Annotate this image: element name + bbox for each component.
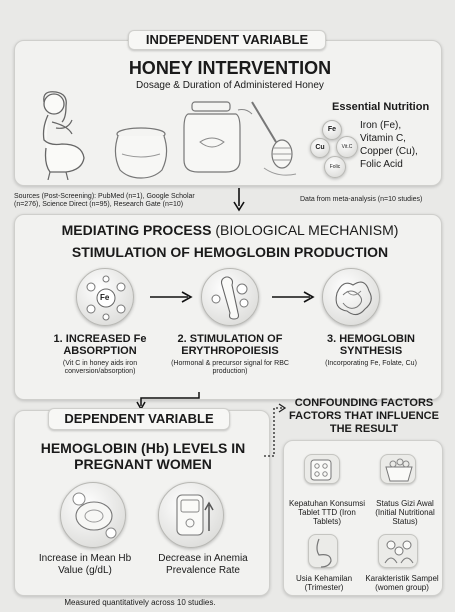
independent-variable-header: INDEPENDENT VARIABLE — [128, 30, 326, 50]
hemoglobin-levels-title: HEMOGLOBIN (Hb) LEVELS IN PREGNANT WOMEN — [40, 440, 246, 472]
factor-gestational-age: Usia Kehamilan (Trimester) — [295, 574, 353, 592]
step-3: 3. HEMOGLOBIN SYNTHESIS (Incorporating F… — [300, 333, 442, 368]
red-blood-cell-icon — [60, 482, 126, 548]
mediating-title-bold: MEDIATING PROCESS — [61, 222, 212, 238]
hemoglobin-molecule-icon — [322, 268, 380, 326]
down-arrow-icon — [233, 188, 245, 212]
glucometer-icon — [158, 482, 224, 548]
confounding-factors-title: CONFOUNDING FACTORS FACTORS THAT INFLUEN… — [289, 397, 439, 435]
step-arrow-1 — [150, 291, 193, 303]
iron-tablet-icon — [304, 454, 340, 484]
iron-absorption-icon: Fe — [76, 268, 134, 326]
food-basket-icon — [380, 454, 416, 484]
dependent-variable-panel — [14, 410, 270, 596]
step-arrow-2 — [272, 291, 315, 303]
nutrient-list: Iron (Fe), Vitamin C, Copper (Cu), Folic… — [360, 119, 418, 171]
honey-intervention-subtitle: Dosage & Duration of Administered Honey — [136, 80, 324, 91]
factor-iron-tablet-compliance: Kepatuhan Konsumsi Tablet TTD (Iron Tabl… — [288, 499, 366, 526]
factor-initial-nutritional-status: Status Gizi Awal (Initial Nutritional St… — [375, 499, 435, 526]
women-group-icon — [378, 534, 418, 568]
mediating-title-rest: (BIOLOGICAL MECHANISM) — [215, 222, 399, 238]
honey-dipper-icon — [251, 101, 297, 176]
factor-sample-characteristics: Karakteristik Sampel (women group) — [365, 574, 439, 592]
step-2-title: 2. STIMULATION OF ERYTHROPOIESIS — [177, 333, 283, 357]
step-1: 1. INCREASED Fe ABSORPTION (Vit C in hon… — [30, 333, 170, 376]
stimulation-subtitle: STIMULATION OF HEMOGLOBIN PRODUCTION — [71, 244, 389, 260]
step-1-title: 1. INCREASED Fe ABSORPTION — [53, 333, 147, 357]
nutrient-folic-acid: Folic Acid — [360, 159, 403, 170]
outcome-anemia-prevalence: Decrease in Anemia Prevalence Rate — [158, 553, 248, 576]
fe-element-icon: Fe — [322, 120, 342, 140]
folic-acid-icon: Folic — [324, 156, 346, 178]
step-2: 2. STIMULATION OF ERYTHROPOIESIS (Hormon… — [160, 333, 300, 376]
pregnant-woman-icon — [42, 91, 85, 180]
honey-jar-icon — [183, 101, 253, 173]
dependent-variable-header: DEPENDENT VARIABLE — [48, 408, 230, 430]
step-2-desc: (Hormonal & precursor signal for RBC pro… — [171, 360, 289, 375]
nutrient-copper: Copper (Cu), — [360, 146, 418, 157]
outcome-mean-hb: Increase in Mean Hb Value (g/dL) — [38, 553, 132, 576]
essential-nutrition-title: Essential Nutrition — [332, 101, 430, 113]
step-3-title: 3. HEMOGLOBIN SYNTHESIS — [326, 333, 415, 357]
pregnancy-trimester-icon — [308, 534, 338, 568]
dependent-footer-note: Measured quantitatively across 10 studie… — [64, 598, 216, 607]
erythropoiesis-icon — [201, 268, 259, 326]
sources-note: Sources (Post-Screening): PubMed (n=1), … — [14, 193, 195, 208]
vitamin-c-icon: Vit.C — [336, 136, 358, 158]
fe-symbol: Fe — [100, 293, 110, 302]
step-1-desc: (Vit C in honey aids iron conversion/abs… — [62, 360, 138, 375]
honey-intervention-title: HONEY INTERVENTION — [128, 58, 332, 78]
nutrient-iron: Iron (Fe), — [360, 120, 402, 131]
dotted-connector-arrow — [264, 403, 287, 457]
honey-pot-icon — [114, 127, 168, 179]
nutrient-vitamin-c: Vitamin C, — [360, 133, 406, 144]
mediating-process-title: MEDIATING PROCESS (BIOLOGICAL MECHANISM) — [60, 222, 400, 238]
cu-element-icon: Cu — [310, 138, 330, 158]
step-3-desc: (Incorporating Fe, Folate, Cu) — [325, 360, 417, 367]
meta-analysis-note: Data from meta-analysis (n=10 studies) — [300, 196, 423, 203]
